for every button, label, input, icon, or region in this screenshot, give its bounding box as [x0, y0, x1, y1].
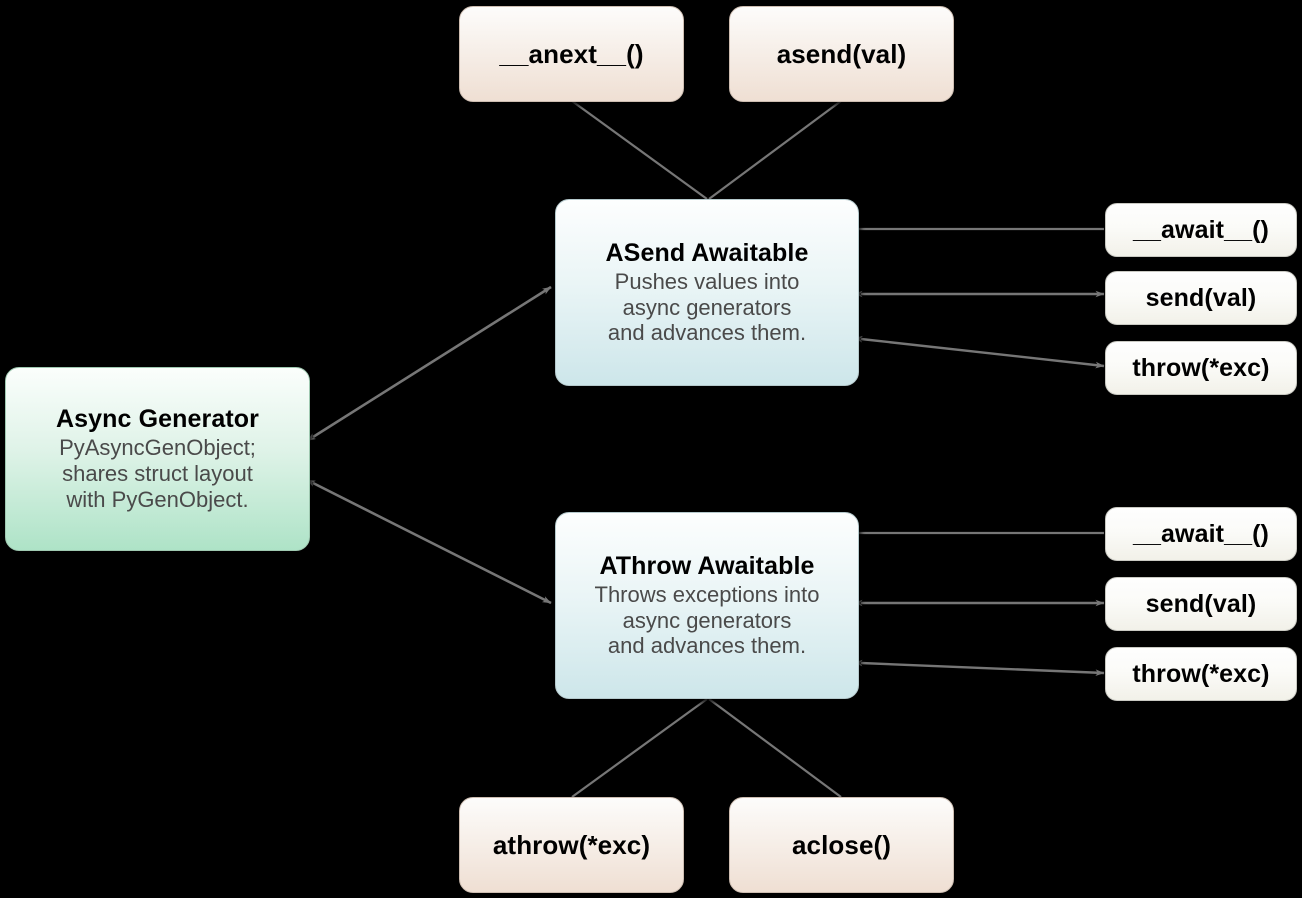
- edge-root-to-athrow: [306, 479, 552, 605]
- node-asend-await[interactable]: __await__(): [1105, 203, 1297, 257]
- node-anext[interactable]: __anext__(): [459, 6, 684, 102]
- node-asend-throw[interactable]: throw(*exc): [1105, 341, 1297, 395]
- edge-anext-to-asend: [571, 100, 708, 200]
- edge-root-to-asend: [306, 285, 552, 441]
- node-async-generator-desc: PyAsyncGenObject; shares struct layout w…: [59, 435, 256, 512]
- node-asend-throw-label: throw(*exc): [1132, 353, 1270, 382]
- node-asend-call-label: asend(val): [776, 38, 907, 69]
- edge-athrow-to-throw: [853, 659, 1105, 676]
- node-async-generator-title: Async Generator: [56, 405, 259, 434]
- node-asend-send[interactable]: send(val): [1105, 271, 1297, 325]
- edge-asend-to-throw: [853, 335, 1105, 369]
- node-anext-label: __anext__(): [499, 38, 644, 69]
- edge-athrowcall-to-athrow: [571, 698, 708, 798]
- node-athrow-await-label: __await__(): [1133, 519, 1269, 548]
- node-athrow-awaitable-desc: Throws exceptions into async generators …: [594, 581, 820, 659]
- node-athrow-call[interactable]: athrow(*exc): [459, 797, 684, 893]
- node-aclose-call-label: aclose(): [791, 829, 892, 860]
- node-athrow-throw[interactable]: throw(*exc): [1105, 647, 1297, 701]
- node-asend-awaitable[interactable]: ASend Awaitable Pushes values into async…: [555, 199, 859, 386]
- node-athrow-await[interactable]: __await__(): [1105, 507, 1297, 561]
- node-asend-call[interactable]: asend(val): [729, 6, 954, 102]
- node-athrow-send[interactable]: send(val): [1105, 577, 1297, 631]
- node-athrow-send-label: send(val): [1145, 589, 1257, 618]
- node-asend-await-label: __await__(): [1133, 215, 1269, 244]
- node-athrow-awaitable-title: AThrow Awaitable: [599, 551, 815, 580]
- node-athrow-throw-label: throw(*exc): [1132, 659, 1270, 688]
- edge-asendcall-to-asend: [708, 100, 842, 200]
- node-athrow-awaitable[interactable]: AThrow Awaitable Throws exceptions into …: [555, 512, 859, 699]
- node-asend-send-label: send(val): [1145, 283, 1257, 312]
- edge-aclosecall-to-athrow: [708, 698, 842, 798]
- node-asend-awaitable-title: ASend Awaitable: [605, 238, 809, 267]
- node-athrow-call-label: athrow(*exc): [492, 829, 651, 860]
- node-async-generator[interactable]: Async Generator PyAsyncGenObject; shares…: [5, 367, 310, 551]
- node-aclose-call[interactable]: aclose(): [729, 797, 954, 893]
- node-asend-awaitable-desc: Pushes values into async generators and …: [607, 268, 807, 346]
